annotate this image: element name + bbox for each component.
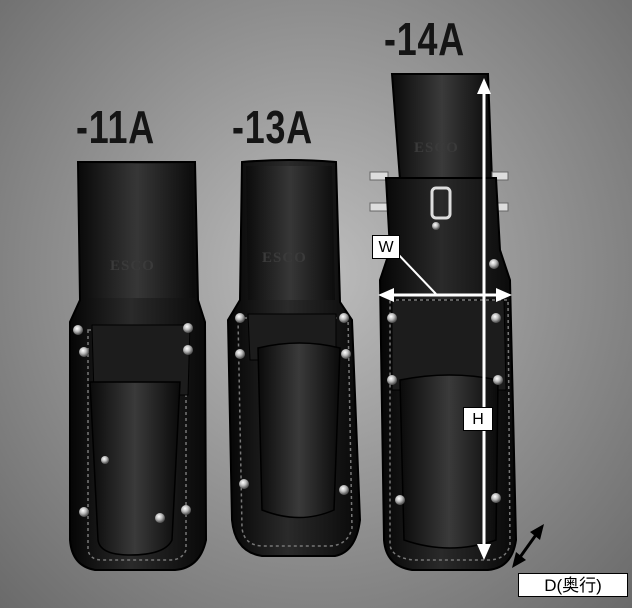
width-leader-line	[395, 251, 437, 295]
depth-dimension-arrow	[512, 524, 544, 568]
holster-14a	[369, 73, 518, 571]
brand-emboss-14a: ESCO	[414, 140, 459, 156]
depth-label: D(奥行)	[518, 573, 628, 597]
holster-13a	[226, 159, 362, 557]
brand-emboss-13a: ESCO	[262, 250, 307, 266]
height-arrow-bottom	[477, 544, 491, 560]
width-label: W	[372, 235, 400, 259]
brand-emboss-11a: ESCO	[110, 258, 155, 274]
height-label: H	[463, 407, 493, 431]
model-label-13a: -13A	[232, 101, 313, 153]
model-label-11a: -11A	[76, 101, 155, 153]
holster-11a	[69, 161, 208, 571]
height-arrow-top	[477, 78, 491, 94]
width-arrow-left	[378, 288, 394, 302]
width-arrow-right	[496, 288, 512, 302]
dimension-lines	[378, 78, 512, 560]
model-label-14a: -14A	[384, 13, 465, 65]
